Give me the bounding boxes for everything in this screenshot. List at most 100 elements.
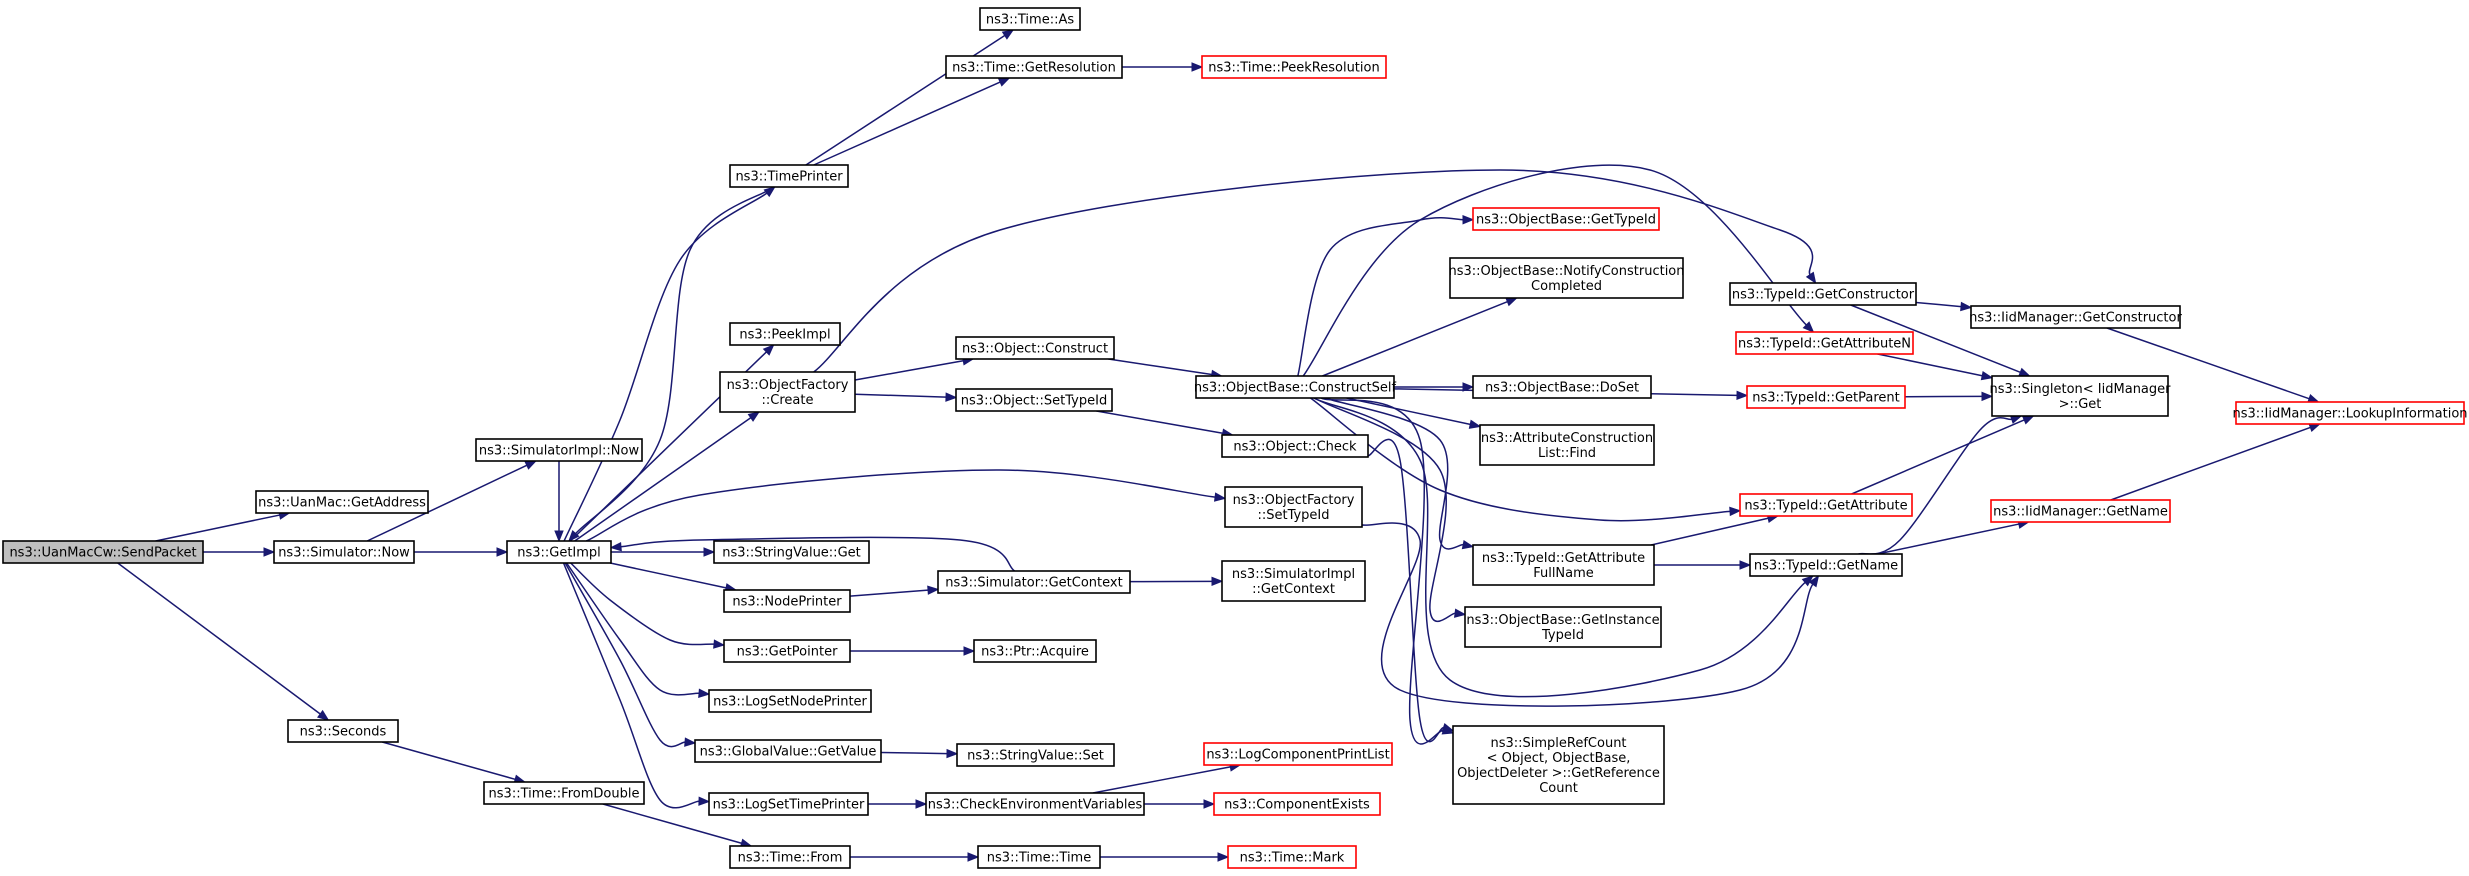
node-label: ns3::GetImpl [517,546,601,561]
node-label: ns3::Time::Time [987,851,1091,866]
node-checkenv[interactable]: ns3::CheckEnvironmentVariables [925,792,1145,816]
node-timetime[interactable]: ns3::Time::Time [977,845,1101,869]
node-label: ns3::TypeId::GetAttribute [1744,499,1907,514]
edge-line [620,536,1016,572]
node-singletonget[interactable]: ns3::Singleton< IidManager >::Get [1989,375,2171,417]
node-compexists[interactable]: ns3::ComponentExists [1213,792,1381,816]
node-timefrom[interactable]: ns3::Time::From [729,845,851,869]
node-getimpl[interactable]: ns3::GetImpl [506,540,612,564]
node-box [945,55,1123,79]
node-obconstructself[interactable]: ns3::ObjectBase::ConstructSelf [1194,375,1397,399]
node-logcompprint[interactable]: ns3::LogComponentPrintList [1203,742,1393,766]
edge-arrowhead [317,709,330,721]
edge-line [849,589,929,597]
node-box [977,845,1101,869]
node-gvgetvalue[interactable]: ns3::GlobalValue::GetValue [694,739,882,763]
node-obdoset[interactable]: ns3::ObjectBase::DoSet [1472,375,1652,399]
node-simimplgetcontext[interactable]: ns3::SimulatorImpl::GetContext [1221,560,1366,602]
node-label: ns3::IidManager::GetConstructor [1969,311,2182,326]
node-label: TypeId [1541,628,1584,643]
node-box [1195,375,1395,399]
node-peekimpl[interactable]: ns3::PeekImpl [729,322,841,346]
node-box [475,438,643,462]
node-timeprinter[interactable]: ns3::TimePrinter [729,164,849,188]
node-iidlookup[interactable]: ns3::IidManager::LookupInformation [2232,401,2468,425]
node-objcheck[interactable]: ns3::Object::Check [1221,434,1369,458]
edge-line [1858,416,2012,555]
node-fromdouble[interactable]: ns3::Time::FromDouble [483,781,645,805]
edge-simgetcontext-to-getimpl [609,536,1016,572]
node-tidgetconstructor[interactable]: ns3::TypeId::GetConstructor [1729,282,1917,306]
node-logsettime[interactable]: ns3::LogSetTimePrinter [708,792,869,816]
node-label: < Object, ObjectBase, [1487,751,1631,766]
node-iidgetname[interactable]: ns3::IidManager::GetName [1990,499,2171,523]
node-ofcreate[interactable]: ns3::ObjectFactory::Create [719,371,856,413]
node-logsetnode[interactable]: ns3::LogSetNodePrinter [708,689,872,713]
node-box [1472,544,1655,586]
edge-arrowhead [1960,301,1973,312]
node-simplerefcount[interactable]: ns3::SimpleRefCount< Object, ObjectBase,… [1452,725,1665,805]
edge-arrowhead [1203,799,1216,809]
node-tidgetattr[interactable]: ns3::TypeId::GetAttribute [1739,493,1913,517]
edge-line [1096,410,1223,435]
node-getaddress[interactable]: ns3::UanMac::GetAddress [255,490,429,514]
edge-arrowhead [1505,297,1518,307]
node-timemark[interactable]: ns3::Time::Mark [1227,845,1357,869]
edge-arrowhead [1980,370,1994,381]
node-stringset[interactable]: ns3::StringValue::Set [956,743,1115,767]
node-ptracquire[interactable]: ns3::Ptr::Acquire [973,639,1097,663]
node-simnow[interactable]: ns3::Simulator::Now [273,540,415,564]
node-box [483,781,645,805]
node-label: ns3::TypeId::GetConstructor [1732,288,1915,303]
edge-arrowhead [1808,574,1820,588]
edge-line [1108,358,1212,376]
edge-objsettypeid-to-objcheck [1096,410,1234,438]
node-box [1735,331,1914,355]
node-box [1464,606,1662,648]
node-tidgetname[interactable]: ns3::TypeId::GetName [1749,553,1903,577]
edge-arrowhead [609,541,622,552]
edge-tidgetname-to-singletonget [1858,414,2023,555]
edge-line [1092,766,1231,794]
node-peekresolution[interactable]: ns3::Time::PeekResolution [1201,55,1387,79]
node-getresolution[interactable]: ns3::Time::GetResolution [945,55,1123,79]
node-tidgetparent[interactable]: ns3::TypeId::GetParent [1746,385,1906,409]
node-label: Count [1539,781,1578,796]
node-label: ns3::ObjectBase::ConstructSelf [1194,381,1397,396]
edge-tidgetname-to-iidgetname [1877,519,2030,555]
node-seconds[interactable]: ns3::Seconds [287,719,399,743]
edge-simimplnow-to-getimpl [554,460,564,543]
node-objconstruct[interactable]: ns3::Object::Construct [955,336,1115,360]
node-box [723,639,851,663]
edge-arrowhead [698,688,711,698]
node-label: ::Create [762,393,814,408]
node-label: ns3::Time::PeekResolution [1208,61,1379,76]
node-nodeprinter[interactable]: ns3::NodePrinter [723,589,851,613]
node-getpointer[interactable]: ns3::GetPointer [723,639,851,663]
node-label: ns3::TypeId::GetName [1754,559,1898,574]
node-ofsettypeid[interactable]: ns3::ObjectFactory::SetTypeId [1224,486,1363,528]
edge-getimpl-to-gvgetvalue [564,562,697,748]
node-tidgetattrn[interactable]: ns3::TypeId::GetAttributeN [1735,331,1914,355]
node-label: ns3::Simulator::Now [278,546,410,561]
node-label: ns3::LogSetTimePrinter [713,798,865,813]
edge-obconstructself-to-obdoset [1393,382,1475,392]
node-label: ns3::Object::Construct [962,342,1108,357]
edge-arrowhead [1001,29,1015,40]
node-obnotify[interactable]: ns3::ObjectBase::NotifyConstructionCompl… [1449,257,1685,299]
node-stringget[interactable]: ns3::StringValue::Get [713,540,870,564]
node-label: ns3::ComponentExists [1224,798,1370,813]
node-obgettypeid[interactable]: ns3::ObjectBase::GetTypeId [1472,207,1660,231]
node-simgetcontext[interactable]: ns3::Simulator::GetContext [937,570,1131,594]
node-simimplnow[interactable]: ns3::SimulatorImpl::Now [475,438,643,462]
node-label: ns3::SimpleRefCount [1490,736,1626,751]
edge-gvgetvalue-to-stringset [880,748,959,759]
node-box [1201,55,1387,79]
node-iidgetconstructor[interactable]: ns3::IidManager::GetConstructor [1969,305,2182,329]
node-objsettypeid[interactable]: ns3::Object::SetTypeId [955,388,1113,412]
node-box [979,7,1081,31]
node-timeas[interactable]: ns3::Time::As [979,7,1081,31]
